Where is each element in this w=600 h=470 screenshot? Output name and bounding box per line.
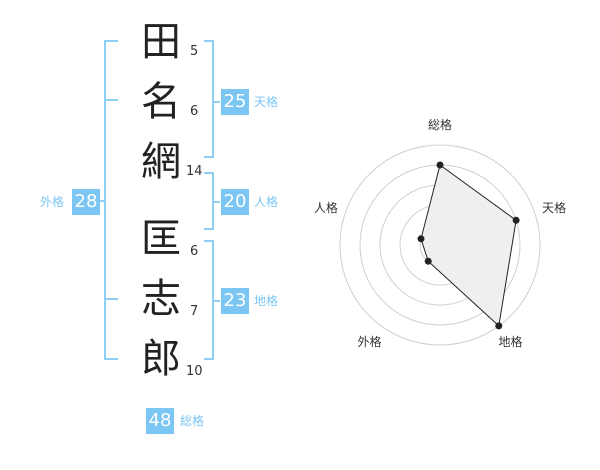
radar-axis-label-5: 人格 bbox=[314, 200, 338, 215]
radar-value-area bbox=[420, 164, 517, 327]
jinkaku-label: 人格 bbox=[254, 195, 279, 209]
chikaku-badge: 23 bbox=[221, 288, 249, 314]
radar-ring-5 bbox=[339, 144, 541, 346]
radar-axis-label-1: 総格 bbox=[428, 117, 452, 132]
radar-point-2 bbox=[512, 216, 520, 224]
stroke-count-4: 6 bbox=[190, 244, 199, 259]
name-char-6: 郎 bbox=[141, 336, 181, 382]
radar-point-1 bbox=[436, 161, 444, 169]
chikaku-label: 地格 bbox=[254, 294, 279, 308]
soukaku-label: 総格 bbox=[180, 414, 205, 428]
stroke-count-5: 7 bbox=[190, 304, 199, 319]
name-char-1: 田 bbox=[141, 19, 181, 65]
name-char-4: 匡 bbox=[141, 216, 181, 262]
stroke-count-6: 10 bbox=[186, 364, 203, 379]
soukaku-badge: 48 bbox=[146, 408, 174, 434]
gaikaku-label: 外格 bbox=[40, 195, 65, 209]
name-char-3: 網 bbox=[141, 139, 181, 185]
tenkaku-badge: 25 bbox=[221, 89, 249, 115]
jinkaku-badge: 20 bbox=[221, 189, 249, 215]
radar-axis-label-4: 外格 bbox=[357, 334, 381, 349]
stroke-count-1: 5 bbox=[190, 44, 199, 59]
name-char-5: 志 bbox=[141, 276, 181, 322]
name-char-2: 名 bbox=[141, 79, 181, 125]
stroke-count-2: 6 bbox=[190, 104, 199, 119]
radar-point-4 bbox=[424, 257, 432, 265]
radar-point-5 bbox=[417, 235, 425, 243]
radar-point-3 bbox=[495, 322, 503, 330]
radar-axis-label-2: 天格 bbox=[542, 200, 566, 215]
gaikaku-badge: 28 bbox=[72, 189, 100, 215]
radar-axis-label-3: 地格 bbox=[498, 334, 522, 349]
stroke-count-3: 14 bbox=[186, 164, 203, 179]
tenkaku-label: 天格 bbox=[254, 95, 279, 109]
